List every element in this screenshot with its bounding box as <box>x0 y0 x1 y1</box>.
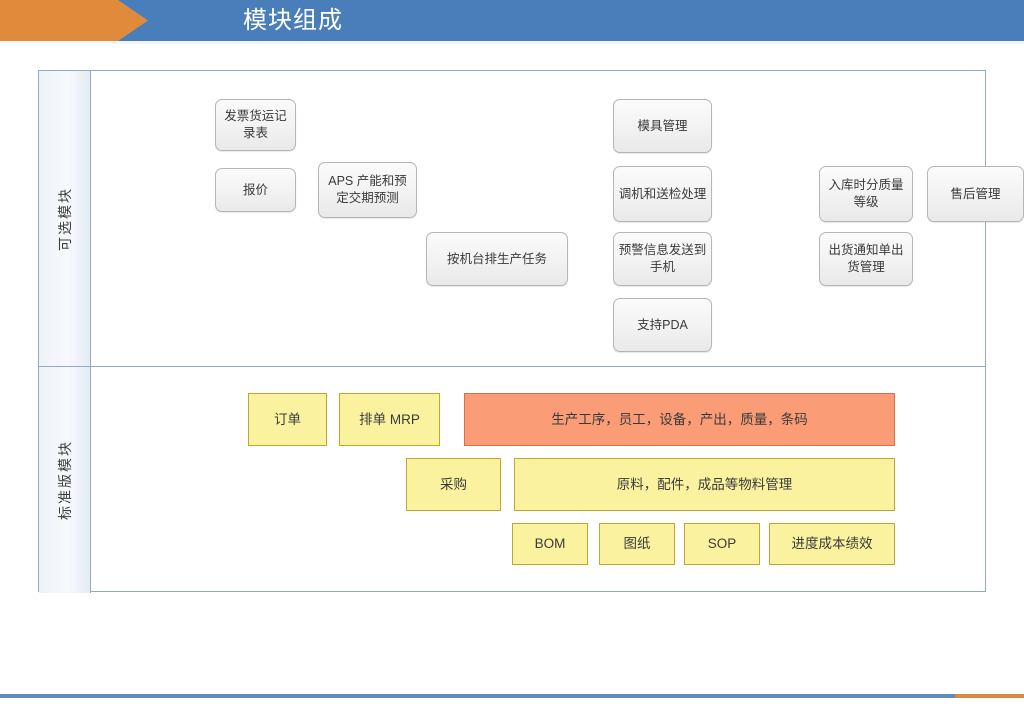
module-box-label: 报价 <box>242 182 268 197</box>
module-box-label: SOP <box>707 536 737 552</box>
module-box-scheduling-mrp[interactable]: 排单 MRP <box>339 393 440 446</box>
section-optional-modules: 可选模块 发票货运记录表报价 APS 产能和预定交期预测按机台排生产任务 模具管理调… <box>39 71 1024 367</box>
module-box-label: BOM <box>534 536 566 552</box>
module-box-alert-to-mobile[interactable]: 预警信息发送到手机 <box>613 232 712 286</box>
section-label-optional-modules-text: 可选模块 <box>56 186 73 251</box>
module-box-purchasing[interactable]: 采购 <box>406 458 501 511</box>
module-box-order[interactable]: 订单 <box>248 393 327 446</box>
module-box-after-sales-management[interactable]: 售后管理 <box>927 166 1024 222</box>
header-banner: 模块组成 <box>0 0 1024 41</box>
module-box-shipment-notice[interactable]: 出货通知单出货管理 <box>819 232 913 286</box>
module-box-progress-cost-kpi[interactable]: 进度成本绩效 <box>769 523 895 565</box>
section-label-optional-modules: 可选模块 <box>39 71 91 366</box>
module-box-pda-support[interactable]: 支持PDA <box>613 298 712 352</box>
module-box-quotation[interactable]: 报价 <box>215 168 296 212</box>
module-box-label: APS 产能和预定交期预测 <box>328 174 407 205</box>
module-box-label: 排单 MRP <box>359 411 420 427</box>
module-box-label: 采购 <box>440 476 467 492</box>
module-composition-diagram: 可选模块 发票货运记录表报价 APS 产能和预定交期预测按机台排生产任务 模具管理调… <box>38 70 1024 593</box>
module-box-machine-adjust-inspect[interactable]: 调机和送检处理 <box>613 166 712 222</box>
header-underline <box>0 41 1024 44</box>
module-box-machine-schedule-task[interactable]: 按机台排生产任务 <box>426 232 568 286</box>
header-chevron-shape <box>0 0 148 41</box>
module-box-label: 模具管理 <box>637 118 688 133</box>
module-box-label: 按机台排生产任务 <box>446 251 547 266</box>
module-box-label: 预警信息发送到手机 <box>618 243 707 274</box>
module-box-label: 原料，配件，成品等物料管理 <box>616 476 793 492</box>
section-label-standard-modules-text: 标准版模块 <box>56 440 73 520</box>
module-box-label: 出货通知单出货管理 <box>828 243 904 274</box>
module-box-label: 发票货运记录表 <box>224 109 287 140</box>
module-box-label: 生产工序，员工，设备，产出，质量，条码 <box>551 411 808 427</box>
module-box-label: 售后管理 <box>950 186 1001 201</box>
module-box-mold-management[interactable]: 模具管理 <box>613 99 712 153</box>
section-body-standard-modules: 订单 排单 MRP 生产工序，员工，设备，产出，质量，条码采购 原料，配件，成品等物料… <box>91 367 985 593</box>
module-box-sop[interactable]: SOP <box>684 523 760 565</box>
module-box-invoice-shipping-record[interactable]: 发票货运记录表 <box>215 99 296 151</box>
section-label-standard-modules: 标准版模块 <box>39 367 91 593</box>
module-box-label: 支持PDA <box>637 317 688 332</box>
section-body-optional-modules: 发票货运记录表报价 APS 产能和预定交期预测按机台排生产任务 模具管理调机和送检处… <box>91 71 1024 366</box>
module-box-material-management[interactable]: 原料，配件，成品等物料管理 <box>514 458 895 511</box>
page-title: 模块组成 <box>243 7 343 34</box>
module-box-bom[interactable]: BOM <box>512 523 588 565</box>
module-box-drawings[interactable]: 图纸 <box>599 523 675 565</box>
module-box-label: 图纸 <box>623 536 651 552</box>
footer-accent-bar <box>955 694 1024 698</box>
module-box-label: 进度成本绩效 <box>791 536 873 552</box>
module-box-label: 订单 <box>274 411 301 427</box>
section-standard-modules: 标准版模块 订单 排单 MRP 生产工序，员工，设备，产出，质量，条码采购 原料，配件… <box>39 367 985 593</box>
module-box-production-process[interactable]: 生产工序，员工，设备，产出，质量，条码 <box>464 393 895 446</box>
module-box-inbound-quality-grade[interactable]: 入库时分质量等级 <box>819 166 913 222</box>
module-box-label: 入库时分质量等级 <box>828 178 904 209</box>
module-box-label: 调机和送检处理 <box>618 186 707 201</box>
module-box-aps-capacity-forecast[interactable]: APS 产能和预定交期预测 <box>318 162 417 218</box>
footer-bar <box>0 694 1024 698</box>
